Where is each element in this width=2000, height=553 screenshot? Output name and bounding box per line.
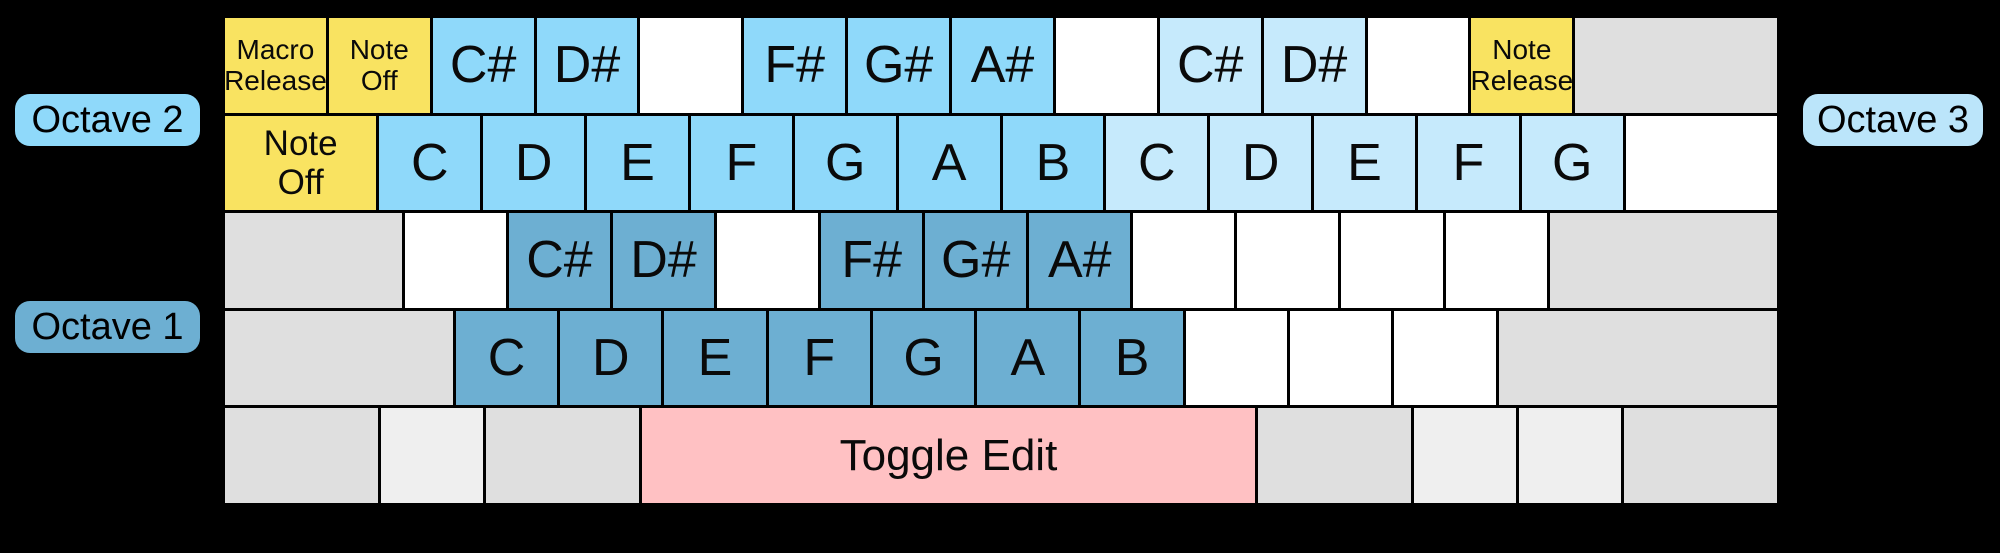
octave-1-label: Octave 1 bbox=[15, 301, 200, 353]
key-asharp-oct1[interactable]: A# bbox=[1029, 213, 1131, 308]
key-e-oct3[interactable]: E bbox=[1314, 115, 1415, 211]
key-blank-gray-light[interactable] bbox=[1518, 408, 1621, 503]
key-blank-gray-light[interactable] bbox=[1413, 408, 1516, 503]
key-fsharp-oct2[interactable]: F# bbox=[744, 18, 846, 113]
key-blank-white[interactable] bbox=[1367, 18, 1469, 113]
key-blank-gray[interactable] bbox=[1498, 310, 1777, 406]
key-c-oct2[interactable]: C bbox=[379, 115, 481, 211]
key-blank-gray[interactable] bbox=[225, 310, 453, 406]
octave-3-label: Octave 3 bbox=[1803, 94, 1983, 146]
key-csharp-oct2[interactable]: C# bbox=[432, 18, 534, 113]
key-f-oct2[interactable]: F bbox=[690, 115, 792, 211]
key-e-oct2[interactable]: E bbox=[587, 115, 688, 211]
key-a-oct1[interactable]: A bbox=[977, 310, 1079, 406]
key-d-oct3[interactable]: D bbox=[1210, 115, 1312, 211]
key-blank-white[interactable] bbox=[1185, 310, 1287, 406]
key-blank-gray[interactable] bbox=[225, 213, 402, 308]
key-blank-white[interactable] bbox=[1445, 213, 1547, 308]
key-csharp-oct3[interactable]: C# bbox=[1159, 18, 1261, 113]
key-dsharp-oct2[interactable]: D# bbox=[536, 18, 638, 113]
key-blank-white[interactable] bbox=[1289, 310, 1392, 406]
key-b-oct1[interactable]: B bbox=[1081, 310, 1183, 406]
key-c-oct1[interactable]: C bbox=[455, 310, 558, 406]
key-blank-gray[interactable] bbox=[486, 408, 640, 503]
key-asharp-oct2[interactable]: A# bbox=[952, 18, 1053, 113]
key-g-oct2[interactable]: G bbox=[794, 115, 896, 211]
key-blank-gray[interactable] bbox=[225, 408, 379, 503]
key-g-oct1[interactable]: G bbox=[872, 310, 975, 406]
key-e-oct1[interactable]: E bbox=[664, 310, 766, 406]
key-blank-white[interactable] bbox=[1625, 115, 1777, 211]
key-blank-white[interactable] bbox=[640, 18, 742, 113]
key-blank-gray[interactable] bbox=[1549, 213, 1777, 308]
key-dsharp-oct1[interactable]: D# bbox=[613, 213, 715, 308]
key-dsharp-oct3[interactable]: D# bbox=[1263, 18, 1365, 113]
key-row-home-row: C#D# F#G#A# bbox=[225, 213, 1777, 308]
key-f-oct1[interactable]: F bbox=[768, 310, 870, 406]
key-blank-gray[interactable] bbox=[1257, 408, 1411, 503]
key-fsharp-oct1[interactable]: F# bbox=[821, 213, 923, 308]
key-a-oct2[interactable]: A bbox=[898, 115, 1000, 211]
key-row-space-row: Toggle Edit bbox=[225, 408, 1777, 503]
key-gsharp-oct1[interactable]: G# bbox=[925, 213, 1027, 308]
key-blank-white[interactable] bbox=[1394, 310, 1496, 406]
key-c-oct3[interactable]: C bbox=[1106, 115, 1208, 211]
key-d-oct2[interactable]: D bbox=[483, 115, 585, 211]
key-b-oct2[interactable]: B bbox=[1002, 115, 1104, 211]
key-blank-white[interactable] bbox=[717, 213, 819, 308]
key-blank-white[interactable] bbox=[1341, 213, 1443, 308]
key-blank-white[interactable] bbox=[1237, 213, 1339, 308]
key-toggle-edit[interactable]: Toggle Edit bbox=[642, 408, 1255, 503]
key-f-oct3[interactable]: F bbox=[1417, 115, 1519, 211]
key-blank-gray-light[interactable] bbox=[381, 408, 484, 503]
key-d-oct1[interactable]: D bbox=[560, 310, 662, 406]
key-blank-white[interactable] bbox=[1055, 18, 1157, 113]
key-blank-gray[interactable] bbox=[1575, 18, 1777, 113]
octave-2-label: Octave 2 bbox=[15, 94, 200, 146]
key-blank-white[interactable] bbox=[404, 213, 506, 308]
key-g-oct3[interactable]: G bbox=[1521, 115, 1623, 211]
key-blank-white[interactable] bbox=[1133, 213, 1235, 308]
key-blank-gray[interactable] bbox=[1623, 408, 1777, 503]
key-gsharp-oct2[interactable]: G# bbox=[848, 18, 950, 113]
key-csharp-oct1[interactable]: C# bbox=[508, 213, 610, 308]
